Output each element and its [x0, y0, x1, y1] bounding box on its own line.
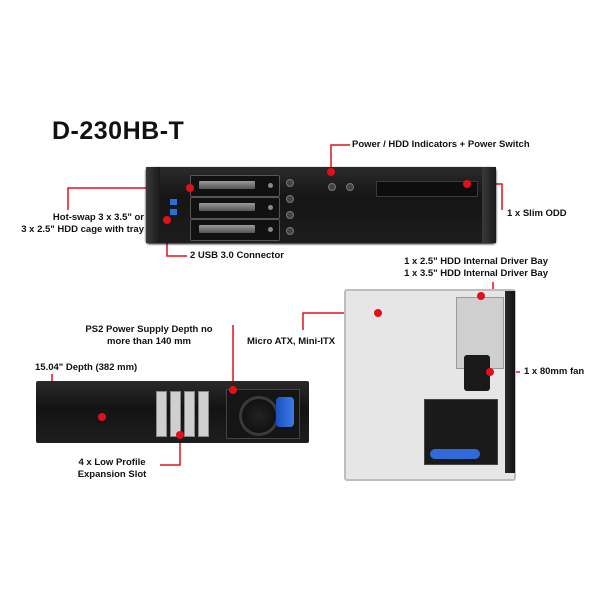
top-view-chassis-image: [344, 289, 516, 481]
label-ps2: PS2 Power Supply Depth no more than 140 …: [85, 324, 213, 347]
label-depth: 15.04" Depth (382 mm): [35, 362, 138, 373]
callout-dot: [186, 184, 194, 192]
rack-ear-left: [146, 167, 160, 243]
expansion-slot: [170, 391, 181, 437]
indicator-icon: [286, 227, 294, 235]
rear-chassis-image: [36, 381, 309, 443]
callout-dot: [463, 180, 471, 188]
label-fan: 1 x 80mm fan: [524, 366, 585, 377]
slim-odd-bay: [376, 181, 478, 197]
hdd-tray: [190, 197, 280, 219]
usb-port-icon: [170, 209, 177, 215]
callout-dot: [374, 309, 382, 317]
label-internal-bays: 1 x 2.5" HDD Internal Driver Bay 1 x 3.5…: [404, 256, 548, 279]
hdd-tray: [190, 219, 280, 241]
callout-dot: [163, 216, 171, 224]
callout-dot: [486, 368, 494, 376]
blue-cable: [430, 449, 480, 459]
psu-bay: [226, 389, 300, 439]
callout-dot: [176, 431, 184, 439]
led-indicator-icon: [346, 183, 354, 191]
usb-port-icon: [170, 199, 177, 205]
top-view-front-panel: [505, 291, 515, 473]
callout-dot: [327, 168, 335, 176]
indicator-icon: [286, 179, 294, 187]
label-micro-atx: Micro ATX, Mini-ITX: [247, 336, 336, 347]
indicator-icon: [286, 211, 294, 219]
label-expansion: 4 x Low Profile Expansion Slot: [77, 457, 147, 480]
product-title: D-230HB-T: [52, 117, 185, 145]
blue-fan-guard: [276, 397, 294, 427]
callout-dot: [98, 413, 106, 421]
power-switch-icon: [328, 183, 336, 191]
callout-dot: [229, 386, 237, 394]
label-usb: 2 USB 3.0 Connector: [190, 250, 284, 261]
label-hotswap: Hot-swap 3 x 3.5" or 3 x 2.5" HDD cage w…: [21, 212, 144, 235]
indicator-icon: [286, 195, 294, 203]
front-chassis-image: [146, 167, 496, 243]
callout-dot: [477, 292, 485, 300]
expansion-slot: [184, 391, 195, 437]
label-slim-odd: 1 x Slim ODD: [507, 208, 567, 219]
expansion-slot: [198, 391, 209, 437]
fan-80mm-icon: [464, 355, 490, 391]
expansion-slot: [156, 391, 167, 437]
psu-fan-icon: [239, 396, 279, 436]
hdd-tray: [190, 175, 280, 197]
label-power-indicators: Power / HDD Indicators + Power Switch: [352, 139, 530, 150]
rack-ear-right: [482, 167, 496, 243]
